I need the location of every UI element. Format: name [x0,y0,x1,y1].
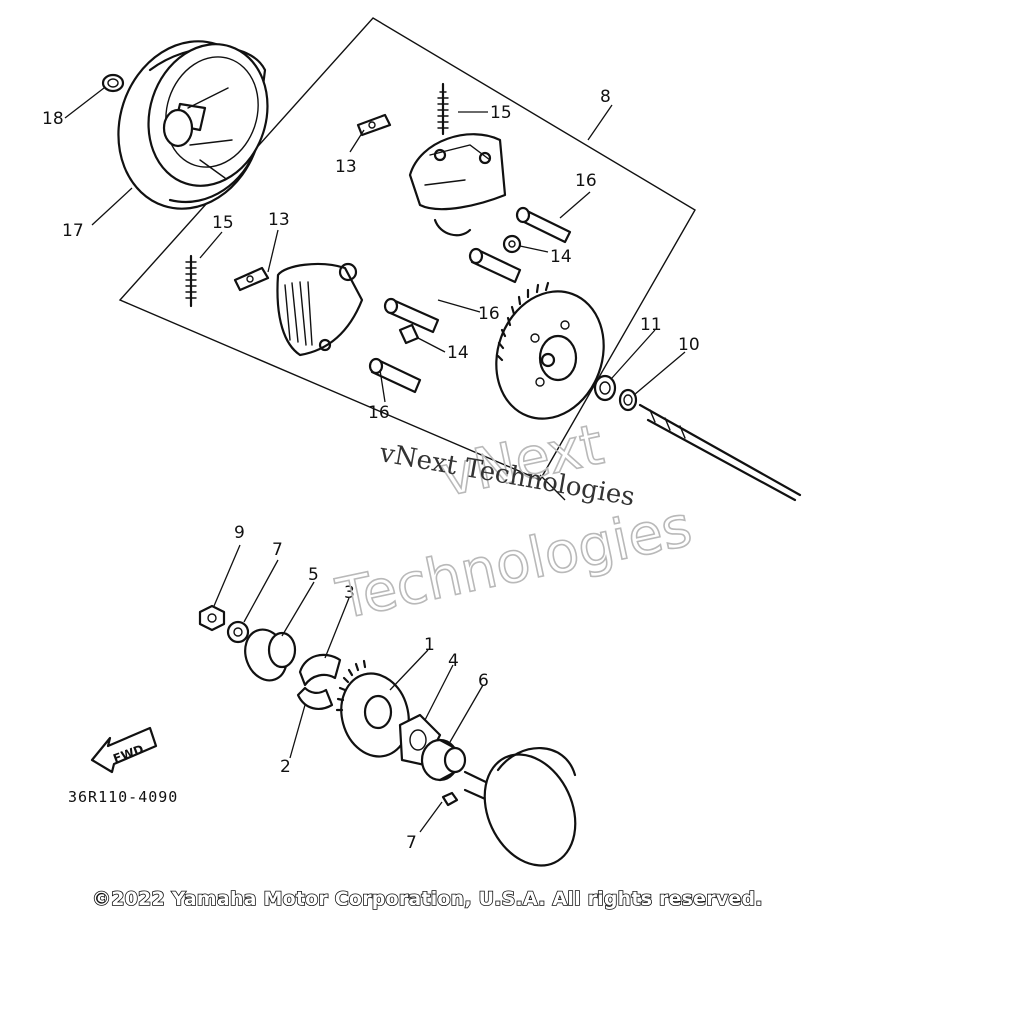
callout-14-lower: 14 [447,343,469,363]
watermark: vNext Technologies vNext Technologies [330,411,698,633]
callout-13-lower: 13 [268,210,290,230]
callout-4: 4 [448,651,459,671]
callout-16-middle: 16 [478,304,500,324]
clutch-carrier-plate [495,281,605,420]
bearing-hub [244,628,297,682]
watermark-line2: Technologies [331,494,697,633]
callout-12: 8 [600,87,611,107]
callout-8-label: 7 [272,540,283,560]
copyright-notice: ©2022 Yamaha Motor Corporation, U.S.A. A… [91,887,763,911]
spring-lower [185,254,197,308]
callout-13-upper: 13 [335,157,357,177]
spring-holder-lower [233,266,270,292]
callout-15-upper: 15 [490,103,512,123]
callout-3: 3 [344,583,355,603]
one-way-clutch-lower [296,686,334,710]
clutch-housing-drum [117,40,269,210]
bushing [398,323,420,345]
collar [420,738,467,782]
callout-18: 18 [42,109,64,129]
callout-11: 11 [640,315,662,335]
callout-9: 9 [234,523,245,543]
callout-15-lower: 15 [212,213,234,233]
pin [468,247,522,284]
one-way-clutch-upper [298,653,342,687]
pin [515,206,572,244]
callout-16-lower: 16 [368,403,390,423]
crankshaft [638,403,802,502]
callout-7-label: 7 [406,833,417,853]
primary-drive-gear [335,659,410,758]
callouts: 18 17 8 15 13 16 15 13 14 16 11 10 14 16… [42,87,700,853]
washer [593,374,617,402]
leader-lines [64,87,686,833]
callout-6: 6 [478,671,489,691]
pin [383,297,440,334]
callout-10: 10 [678,335,700,355]
circlip [101,73,125,93]
callout-1: 1 [424,635,435,655]
callout-5: 5 [308,565,319,585]
bushing [502,234,522,254]
clutch-shoe-upper [408,133,507,237]
fwd-arrow: FWD [90,726,158,774]
callout-17: 17 [62,221,84,241]
assembly-group-outline [118,17,696,481]
woodruff-key [441,791,459,807]
drawing-number: 36R110-4090 [68,788,179,806]
callout-16-upper: 16 [575,171,597,191]
callout-14-upper: 14 [550,247,572,267]
spring-holder-upper [356,113,392,137]
spacer [618,388,638,412]
crank-wheel [463,747,577,867]
callout-2: 2 [280,757,291,777]
pin [368,357,422,394]
lock-washer [226,620,250,644]
nut [198,604,226,632]
clutch-shoe-lower [276,262,364,357]
spring-upper [437,82,449,136]
